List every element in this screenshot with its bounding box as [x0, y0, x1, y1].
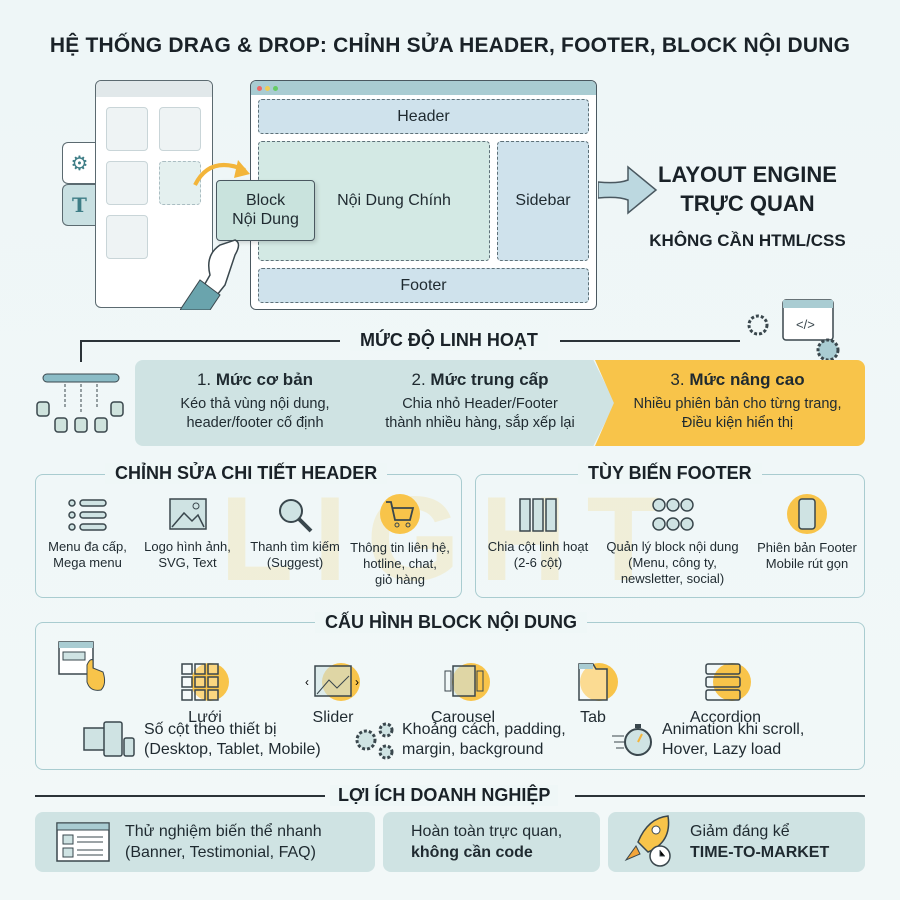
feature-block-manage: Quản lý block nội dung(Menu, công ty,new… — [600, 497, 745, 587]
feature-columns: Chia cột linh hoạt(2-6 cột) — [478, 497, 598, 571]
footer-zone[interactable]: Footer — [258, 268, 589, 303]
header-zone[interactable]: Header — [258, 99, 589, 134]
rocket-icon — [624, 815, 671, 867]
devices-icon — [83, 721, 135, 757]
footer-edit-title: TÙY BIẾN FOOTER — [578, 463, 762, 484]
engine-subtitle: KHÔNG CẦN HTML/CSS — [649, 231, 846, 250]
page-title: HỆ THỐNG DRAG & DROP: CHỈNH SỬA HEADER, … — [49, 34, 851, 57]
header-edit-title: CHỈNH SỬA CHI TIẾT HEADER — [105, 463, 388, 484]
layout-canvas: Header Nội Dung Chính Sidebar Footer — [250, 80, 597, 310]
sidebar-zone[interactable]: Sidebar — [497, 141, 589, 261]
drag-arrow-icon — [193, 160, 250, 186]
block-config-title: CẤU HÌNH BLOCK NỘI DUNG — [315, 612, 587, 633]
svg-text:›: › — [355, 675, 359, 689]
gears-icon — [355, 722, 394, 760]
benefit-variants: Thử nghiệm biến thể nhanh(Banner, Testim… — [35, 812, 375, 872]
block-type-slider[interactable]: ‹›Slider — [293, 660, 373, 726]
gear-icon[interactable]: ⚙ — [62, 142, 96, 184]
menu-icon — [67, 499, 107, 531]
editor-tabs: ⚙ T — [62, 142, 96, 226]
cart-icon — [380, 494, 420, 534]
arrow-right-icon — [598, 165, 658, 215]
feature-logo: Logo hình ảnh,SVG, Text — [140, 497, 235, 571]
palette-tile[interactable] — [106, 161, 148, 205]
benefits-title: LỢI ÍCH DOANH NGHIỆP — [330, 785, 559, 806]
svg-text:</>: </> — [796, 317, 815, 332]
feature-menu: Menu đa cấp,Mega menu — [40, 497, 135, 571]
block-type-grid[interactable]: Lưới — [165, 660, 245, 726]
tab-icon — [578, 663, 618, 701]
stopwatch-icon — [612, 724, 652, 756]
image-icon — [168, 498, 207, 530]
mobile-icon — [787, 494, 827, 534]
level-3: 3. Mức nâng cao Nhiều phiên bản cho từng… — [595, 360, 865, 446]
grid-icon — [181, 663, 229, 701]
watermark-logo: LIGHT — [220, 472, 680, 606]
feature-contact: Thông tin liên hệ,hotline, chat,giỏ hàng — [345, 494, 455, 588]
option-spacing: Khoảng cách, padding,margin, background — [352, 720, 602, 760]
code-settings-icon: </> — [747, 299, 840, 362]
block-type-tab[interactable]: Tab — [553, 660, 633, 726]
hierarchy-icon — [36, 373, 124, 433]
block-type-carousel[interactable]: Carousel — [423, 660, 503, 726]
carousel-icon — [444, 663, 490, 701]
slider-icon: ‹› — [305, 663, 360, 701]
svg-text:‹: ‹ — [305, 675, 309, 689]
accordion-icon — [704, 663, 751, 701]
feature-search: Thanh tìm kiếm(Suggest) — [245, 497, 345, 571]
text-icon[interactable]: T — [62, 184, 96, 226]
columns-icon — [519, 498, 557, 532]
palette-tile[interactable] — [106, 215, 148, 259]
search-icon — [279, 499, 313, 533]
option-animation: Animation khi scroll,Hover, Lazy load — [610, 720, 860, 760]
block-type-accordion[interactable]: Accordion — [683, 660, 768, 726]
layout-icon — [56, 822, 110, 862]
flex-section-title: MỨC ĐỘ LINH HOẠT — [350, 330, 548, 351]
level-1: 1. Mức cơ bản Kéo thả vùng nội dung,head… — [135, 360, 375, 446]
option-columns-device: Số cột theo thiết bị(Desktop, Tablet, Mo… — [82, 720, 332, 760]
main-zone[interactable]: Nội Dung Chính — [258, 141, 490, 261]
palette-tile[interactable] — [106, 107, 148, 151]
benefit-visual: Hoàn toàn trực quan,không cần code — [383, 812, 600, 872]
hand-icon — [180, 239, 240, 310]
click-block-icon — [58, 641, 106, 691]
palette-tile[interactable] — [159, 107, 201, 151]
social-icons — [651, 498, 694, 531]
